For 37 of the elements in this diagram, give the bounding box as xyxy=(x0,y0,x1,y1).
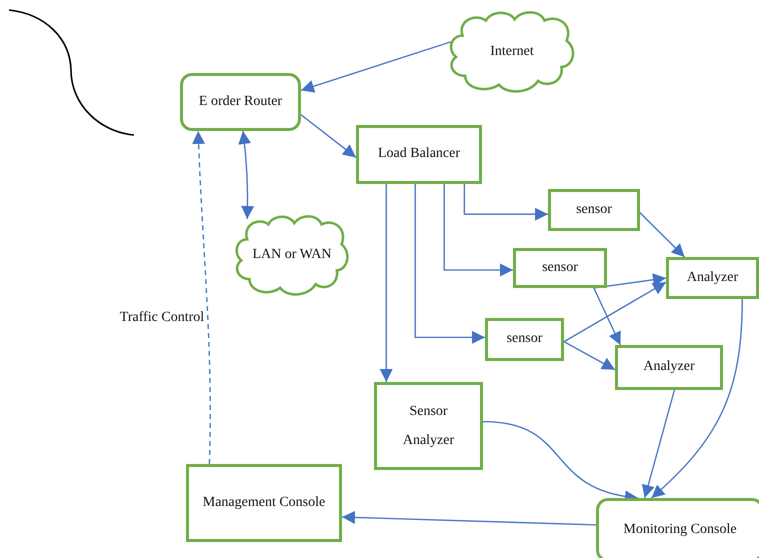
arrow xyxy=(594,273,666,289)
process-box xyxy=(374,382,483,470)
arrow xyxy=(444,184,513,276)
node-label: Load Balancer xyxy=(376,145,461,164)
arrow xyxy=(300,40,452,93)
arrow xyxy=(342,510,596,526)
process-box xyxy=(596,498,759,558)
arrow xyxy=(564,341,616,370)
arrow xyxy=(593,288,621,346)
arrow xyxy=(651,298,743,498)
node-label: sensor xyxy=(575,200,613,219)
process-box xyxy=(666,257,759,299)
node-label: Sensor Analyzer xyxy=(402,402,456,450)
process-box xyxy=(615,345,723,390)
node-label: Monitoring Console xyxy=(622,520,738,539)
process-box xyxy=(186,464,342,542)
arrow xyxy=(464,184,548,221)
arrow xyxy=(238,130,254,219)
arrow xyxy=(414,184,485,344)
node-label: E order Router xyxy=(198,92,284,111)
node-label: Internet xyxy=(489,42,535,61)
process-box xyxy=(180,73,301,131)
arrow xyxy=(300,114,356,158)
node-label: Management Console xyxy=(202,494,326,512)
process-box xyxy=(356,125,482,184)
node-label: sensor xyxy=(506,330,544,348)
process-box xyxy=(548,189,640,231)
process-box xyxy=(513,248,607,288)
arrow xyxy=(192,130,211,464)
arrow xyxy=(642,390,676,498)
process-box xyxy=(485,318,564,361)
node-label: LAN or WAN xyxy=(251,246,333,264)
node-label: Analyzer xyxy=(642,358,696,376)
arrow xyxy=(564,282,666,342)
arrow xyxy=(380,184,393,382)
node-label: sensor xyxy=(541,258,579,277)
node-label: Analyzer xyxy=(686,268,740,287)
